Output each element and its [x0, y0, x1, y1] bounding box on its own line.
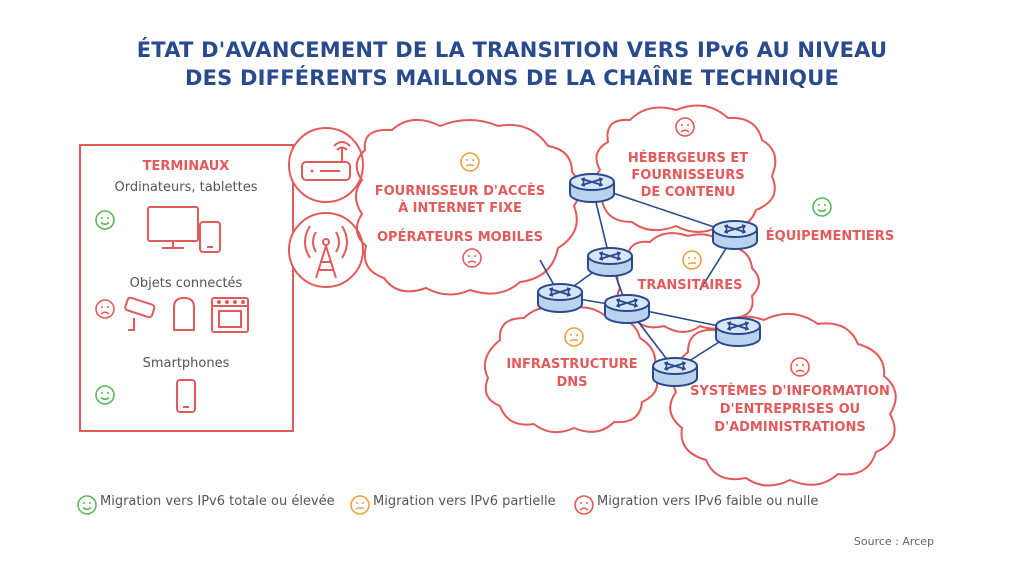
sad-icon	[95, 299, 115, 319]
title-line-2: DES DIFFÉRENTS MAILLONS DE LA CHAÎNE TEC…	[185, 66, 839, 90]
router-icon	[537, 283, 583, 313]
cloud-si	[669, 313, 897, 487]
smartphone-icon	[176, 379, 196, 413]
title-line-1: ÉTAT D'AVANCEMENT DE LA TRANSITION VERS …	[136, 38, 888, 62]
sad-icon	[675, 117, 695, 137]
dns-label-1: INFRASTRUCTURE	[506, 357, 637, 372]
oven-icon	[211, 297, 249, 333]
equipementiers-label: ÉQUIPEMENTIERS	[766, 228, 894, 244]
legend-neutral-icon	[350, 495, 370, 515]
computer-icon	[147, 206, 221, 253]
fai-label-2: À INTERNET FIXE	[398, 200, 522, 216]
terminaux-box	[79, 144, 294, 432]
smart-speaker-icon	[173, 296, 195, 331]
neutral-icon	[682, 250, 702, 270]
neutral-icon	[564, 327, 584, 347]
legend-green-label: Migration vers IPv6 totale ou élevée	[100, 494, 335, 509]
source-text: Source : Arcep	[853, 535, 934, 548]
legend-red: Migration vers IPv6 faible ou nulle	[597, 494, 818, 509]
smartphones-label: Smartphones	[143, 356, 230, 371]
modem-icon	[288, 127, 364, 203]
ordinateurs-label: Ordinateurs, tablettes	[114, 180, 257, 195]
sad-icon	[462, 248, 482, 268]
happy-icon	[95, 385, 115, 405]
hebergeurs-label-1: HÉBERGEURS ET	[628, 150, 748, 166]
legend-orange: Migration vers IPv6 partielle	[373, 494, 556, 509]
terminaux-heading: TERMINAUX	[143, 159, 230, 174]
router-icon	[715, 317, 761, 347]
transitaires-label: TRANSITAIRES	[637, 278, 742, 293]
sad-icon	[790, 357, 810, 377]
router-icon	[712, 220, 758, 250]
hebergeurs-label-3: DE CONTENU	[641, 185, 736, 200]
objets-label: Objets connectés	[130, 276, 243, 291]
router-icon	[587, 247, 633, 277]
happy-icon	[812, 197, 832, 217]
si-label-3: D'ADMINISTRATIONS	[714, 420, 865, 435]
mobiles-label: OPÉRATEURS MOBILES	[377, 229, 543, 245]
si-label-2: D'ENTREPRISES OU	[720, 402, 860, 417]
legend-orange-label: Migration vers IPv6 partielle	[373, 494, 556, 509]
antenna-icon	[288, 212, 364, 288]
legend-happy-icon	[77, 495, 97, 515]
hebergeurs-label-2: FOURNISSEURS	[631, 168, 744, 183]
router-icon	[569, 173, 615, 203]
si-label-1: SYSTÈMES D'INFORMATION	[690, 383, 890, 399]
legend-red-label: Migration vers IPv6 faible ou nulle	[597, 494, 819, 509]
dns-label-2: DNS	[556, 375, 587, 390]
camera-icon	[124, 296, 156, 331]
fai-label-1: FOURNISSEUR D'ACCÈS	[375, 183, 546, 199]
legend-green: Migration vers IPv6 totale ou élevée	[100, 494, 335, 509]
router-icon	[652, 357, 698, 387]
legend-sad-icon	[574, 495, 594, 515]
happy-icon	[95, 210, 115, 230]
router-icon	[604, 294, 650, 324]
neutral-icon	[460, 152, 480, 172]
